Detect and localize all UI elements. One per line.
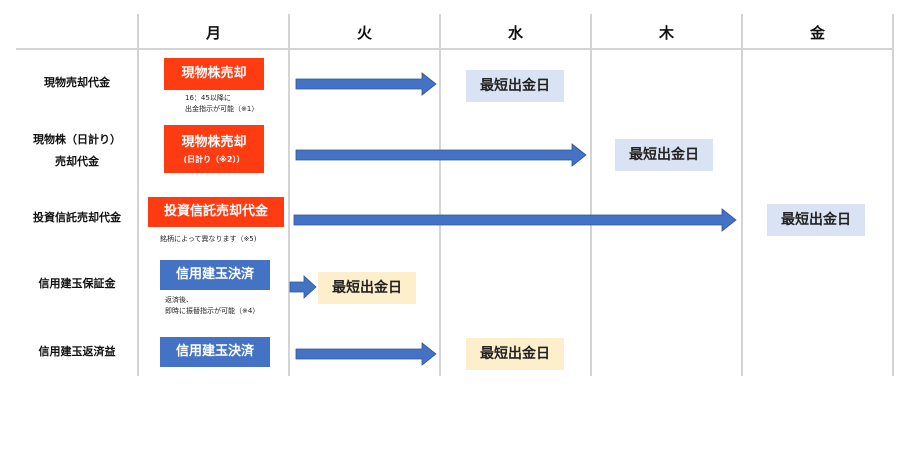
row-label-margin-deposit: 信用建玉保証金 (38, 277, 116, 290)
right-arrow-icon (295, 72, 437, 96)
day-header-tue: 火 (356, 24, 372, 42)
row-label-margin-profit: 信用建玉返済益 (38, 345, 116, 358)
column-divider-tue (439, 14, 441, 376)
row-label-genbutsu: 現物売却代金 (44, 76, 110, 89)
earliest-withdraw-tag-row1: 最短出金日 (466, 70, 564, 102)
action-box-subtitle: (日計り（※2）） (183, 155, 245, 164)
column-divider-mon (288, 14, 290, 376)
earliest-withdraw-tag-row4: 最短出金日 (318, 272, 416, 304)
note-row4-line1: 返済後、 (165, 296, 193, 304)
column-divider-thu (741, 14, 743, 376)
note-row1-line1: 16：45以降に (185, 94, 231, 102)
row-label-genbutsu-daytrade-line2: 売却代金 (55, 155, 99, 168)
note-row1-line2: 出金指示が可能（※1） (185, 105, 259, 113)
right-arrow-icon (295, 342, 437, 366)
action-box-fund-sell: 投資信託売却代金 (148, 197, 284, 227)
day-header-mon: 月 (205, 24, 221, 42)
earliest-withdraw-tag-row2: 最短出金日 (615, 139, 713, 171)
column-divider-fri (892, 14, 894, 376)
day-header-thu: 木 (658, 24, 674, 42)
earliest-withdraw-tag-row5: 最短出金日 (466, 338, 564, 370)
row-label-genbutsu-daytrade-line1: 現物株（日計り） (33, 133, 121, 146)
action-box-margin-settle: 信用建玉決済 (160, 260, 270, 290)
column-divider-label (137, 14, 139, 376)
action-box-title: 現物株売却 (181, 135, 247, 150)
header-divider (16, 48, 893, 50)
right-arrow-icon (295, 143, 587, 167)
row-label-fund: 投資信託売却代金 (33, 211, 121, 224)
note-row3: 銘柄によって異なります（※5) (160, 235, 257, 243)
right-arrow-icon (289, 275, 317, 299)
action-box-genbutsu-daytrade-sell: 現物株売却 (日計り（※2）） (164, 125, 264, 173)
day-header-fri: 金 (809, 24, 825, 42)
right-arrow-icon (293, 208, 737, 232)
earliest-withdraw-tag-row3: 最短出金日 (767, 204, 865, 236)
day-header-wed: 水 (507, 24, 523, 42)
note-row4-line2: 即時に振替指示が可能（※4） (165, 307, 260, 315)
column-divider-wed (590, 14, 592, 376)
action-box-margin-settle: 信用建玉決済 (160, 337, 270, 367)
action-box-genbutsu-sell: 現物株売却 (164, 58, 264, 90)
